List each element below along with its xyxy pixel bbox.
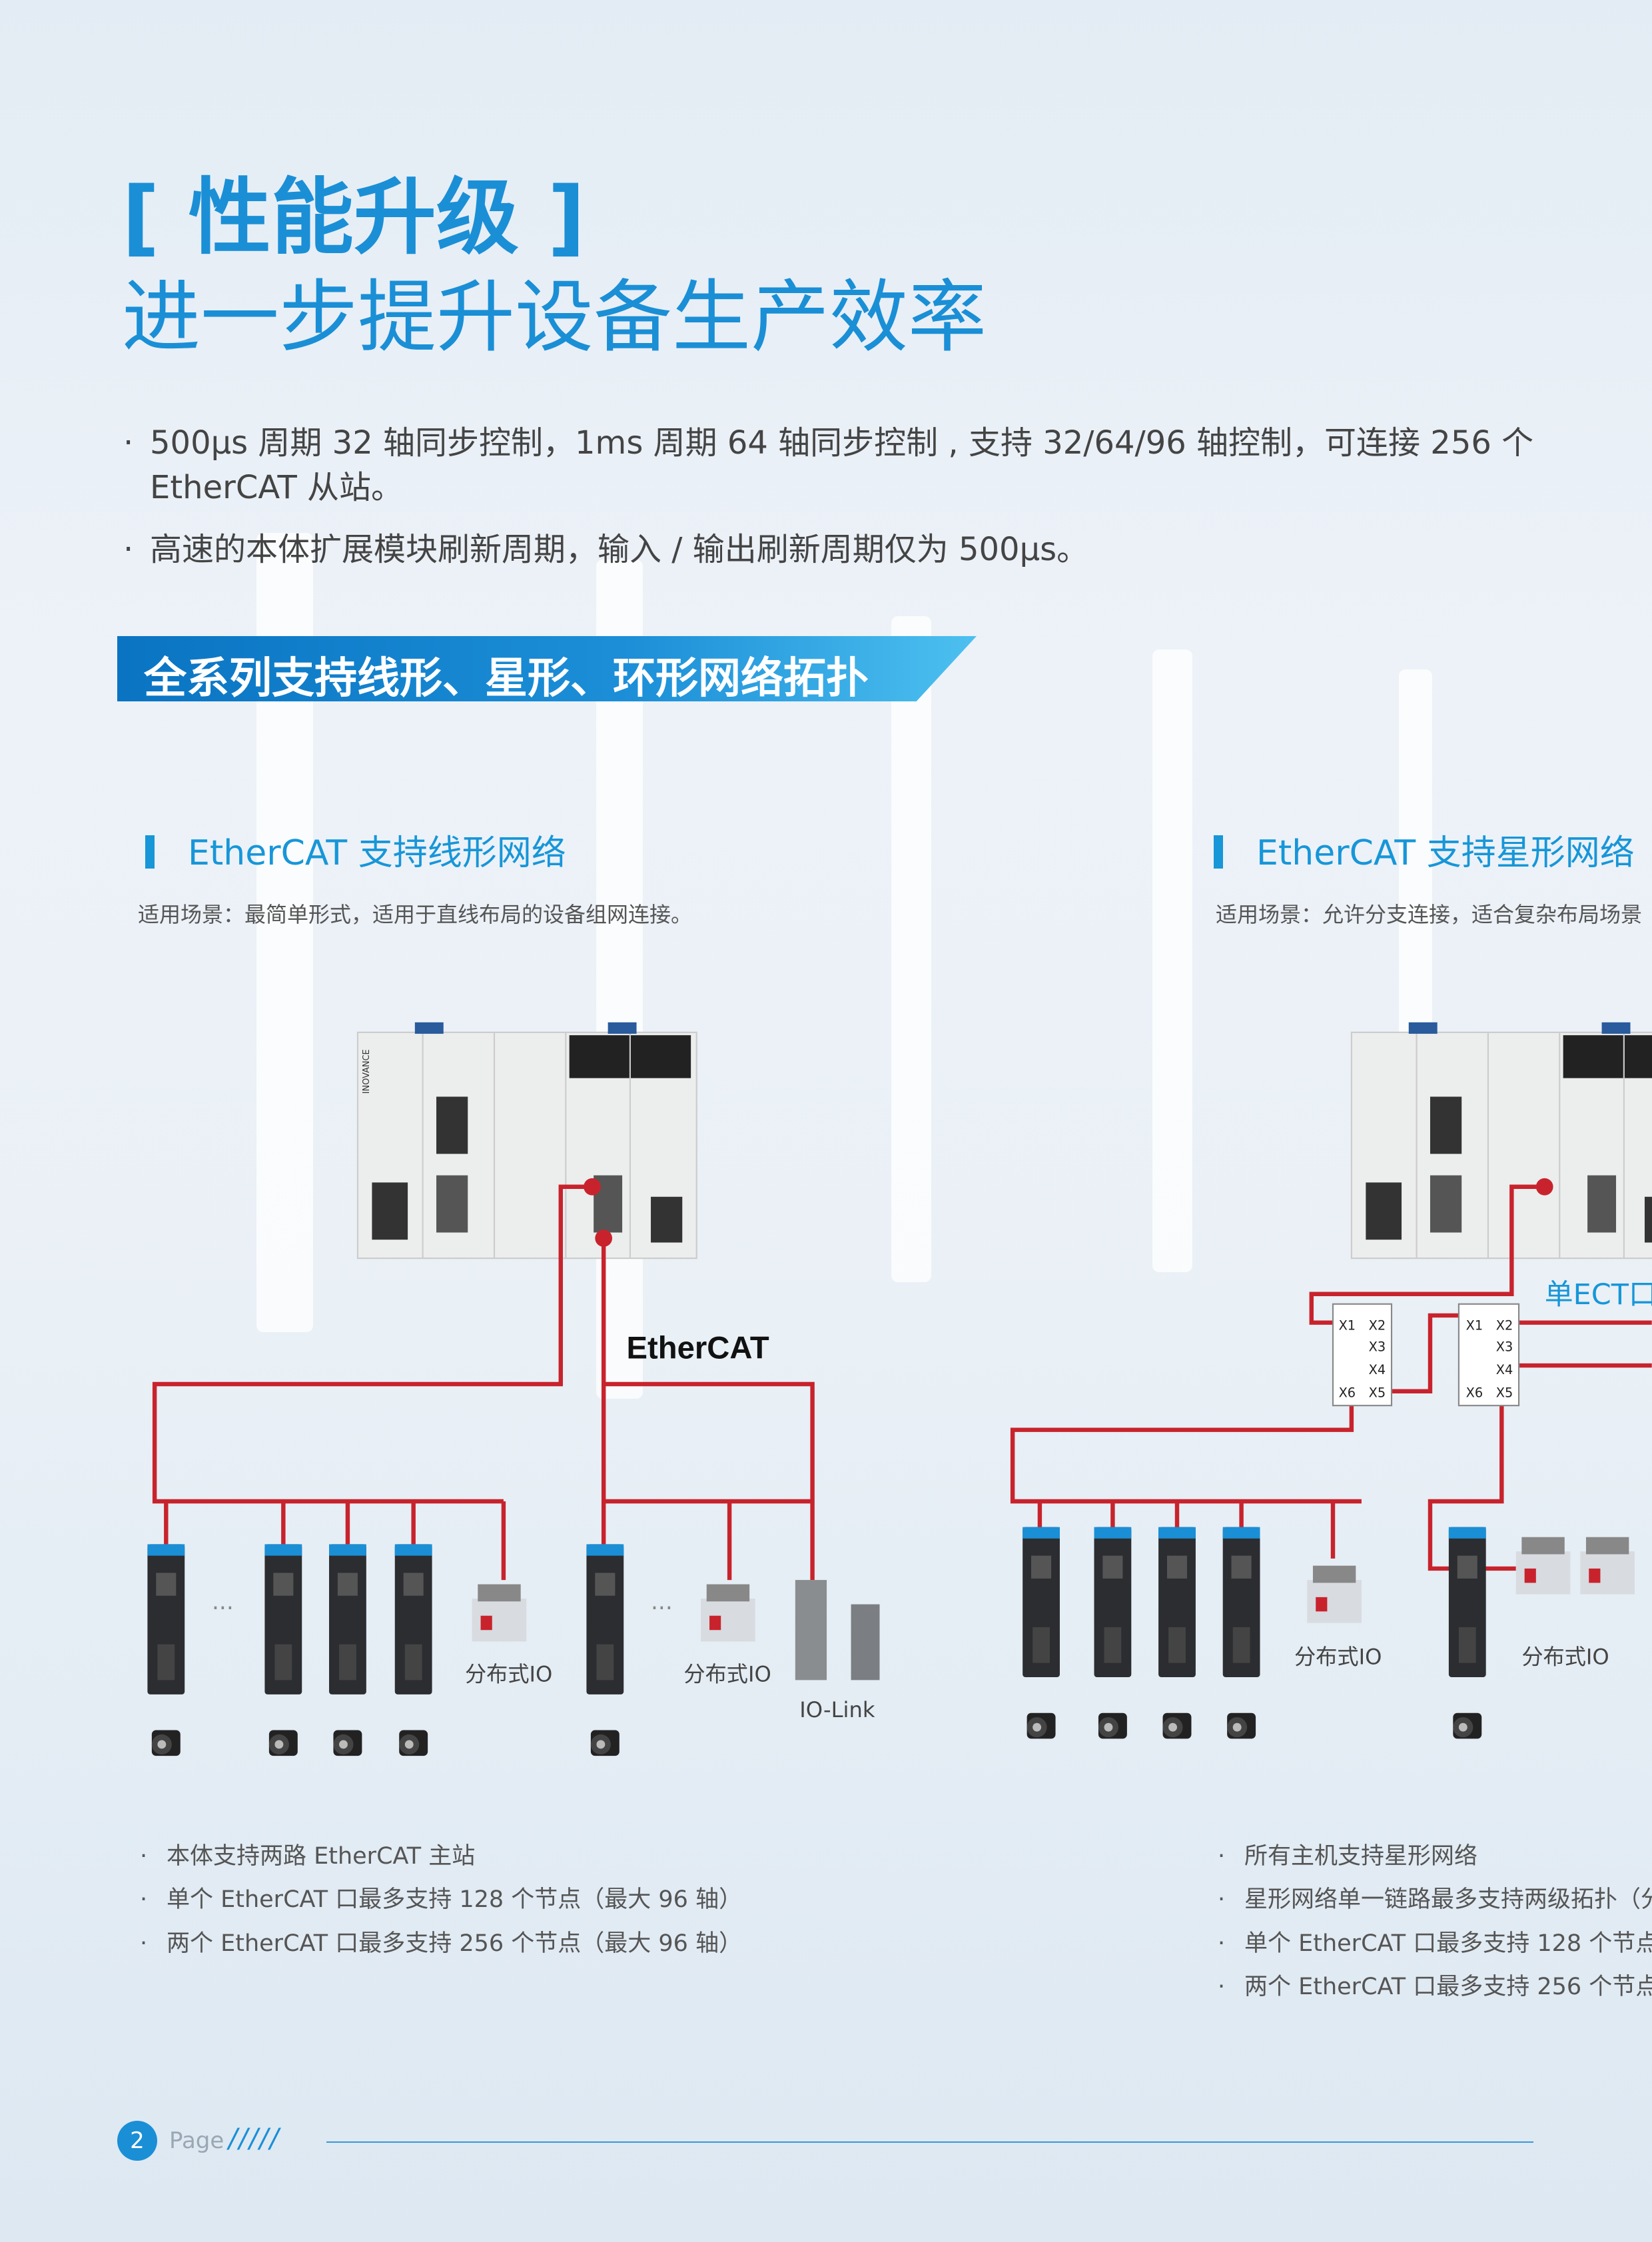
servo-drive (1222, 1527, 1260, 1678)
servo-drive (1094, 1527, 1132, 1678)
star-note: ·所有主机支持星形网络 (1218, 1843, 1478, 1870)
servo-motor (1027, 1712, 1056, 1739)
star-cables (1010, 1184, 1652, 1571)
svg-text:X5: X5 (1496, 1385, 1513, 1400)
io-label: 分布式IO (1521, 1645, 1609, 1670)
footer-divider (326, 2141, 1533, 2143)
io-label: 分布式IO (1294, 1645, 1382, 1670)
linear-note: ·两个 EtherCAT 口最多支持 256 个节点（最大 96 轴） (140, 1930, 743, 1957)
port-dot (1535, 1178, 1553, 1196)
ellipsis: ··· (651, 1595, 673, 1622)
svg-text:X6: X6 (1466, 1385, 1483, 1400)
distributed-io (1307, 1565, 1362, 1623)
svg-text:X3: X3 (1369, 1339, 1386, 1355)
io-label: 分布式IO (465, 1662, 552, 1687)
bg-pillar (891, 616, 931, 1282)
star-heading: EtherCAT 支持星形网络 (1214, 825, 1635, 875)
page-label: Page (169, 2127, 224, 2154)
servo-drive (264, 1544, 302, 1694)
servo-motor (1162, 1712, 1192, 1739)
bg-pillar (1152, 649, 1192, 1272)
controller-image (1350, 1021, 1652, 1260)
servo-drive (1023, 1527, 1060, 1678)
svg-text:X2: X2 (1369, 1317, 1386, 1333)
servo-drive (394, 1544, 432, 1694)
servo-motor (1227, 1712, 1256, 1739)
servo-motor (151, 1730, 181, 1756)
bg-pillar (1399, 669, 1432, 1069)
servo-motor (590, 1730, 620, 1756)
page-title: [ 性能升级 ] (122, 170, 586, 266)
servo-drive (1158, 1527, 1196, 1678)
distributed-io (1580, 1537, 1635, 1595)
servo-motor (1453, 1712, 1482, 1739)
servo-motor (333, 1730, 362, 1756)
svg-text:X2: X2 (1496, 1317, 1513, 1333)
ethercat-logo: EtherCAT (627, 1330, 769, 1365)
io-label: 分布式IO (683, 1662, 771, 1687)
svg-text:X4: X4 (1496, 1362, 1513, 1377)
ellipsis: ··· (212, 1595, 234, 1622)
port-dot (584, 1178, 601, 1196)
linear-note: ·本体支持两路 EtherCAT 主站 (140, 1843, 476, 1870)
iolink-master (795, 1580, 827, 1681)
brand-label: INOVANCE (362, 1049, 372, 1094)
servo-drive (329, 1544, 366, 1694)
bullet-1-cont: EtherCAT 从站。 (150, 469, 404, 506)
linear-note: ·单个 EtherCAT 口最多支持 128 个节点（最大 96 轴） (140, 1886, 743, 1913)
linear-scenario: 适用场景：最简单形式，适用于直线布局的设备组网连接。 (138, 902, 693, 927)
star-scenario: 适用场景：允许分支连接，适合复杂布局场景 (1216, 902, 1643, 927)
port-dot (595, 1230, 613, 1247)
linear-cables (152, 1184, 815, 1581)
star-note: ·星形网络单一链路最多支持两级拓扑（分 (1218, 1886, 1652, 1913)
star-note: ·单个 EtherCAT 口最多支持 128 个节点（ (1218, 1930, 1652, 1957)
servo-drive (147, 1544, 185, 1694)
controller-image (356, 1021, 697, 1260)
footer-slashes: ///// (228, 2123, 280, 2154)
svg-text:X5: X5 (1369, 1385, 1386, 1400)
svg-text:X6: X6 (1339, 1385, 1356, 1400)
servo-motor (1098, 1712, 1127, 1739)
bullet-2: ·高速的本体扩展模块刷新周期，输入 / 输出刷新周期仅为 500μs。 (123, 531, 1089, 568)
svg-text:X4: X4 (1369, 1362, 1386, 1377)
distributed-io (1515, 1537, 1571, 1595)
single-port-label: 单ECT口 (1545, 1278, 1652, 1311)
svg-text:X3: X3 (1496, 1339, 1513, 1355)
page-subtitle: 进一步提升设备生产效率 (122, 271, 987, 363)
distributed-io (472, 1584, 527, 1642)
topology-banner: 全系列支持线形、星形、环形网络拓扑 (117, 636, 977, 701)
svg-text:X1: X1 (1466, 1317, 1483, 1333)
iolink-device (851, 1604, 880, 1681)
svg-text:X1: X1 (1339, 1317, 1356, 1333)
servo-motor (268, 1730, 298, 1756)
linear-heading: EtherCAT 支持线形网络 (145, 825, 566, 875)
bullet-1: ·500μs 周期 32 轴同步控制，1ms 周期 64 轴同步控制 , 支持 … (123, 424, 1534, 462)
star-note: ·两个 EtherCAT 口最多支持 256 个节点（ (1218, 1974, 1652, 2000)
distributed-io (701, 1584, 755, 1642)
servo-motor (399, 1730, 428, 1756)
iolink-label: IO-Link (799, 1697, 875, 1722)
servo-drive (1448, 1527, 1486, 1678)
servo-drive (586, 1544, 624, 1694)
page-number-badge: 2 (117, 2121, 157, 2161)
